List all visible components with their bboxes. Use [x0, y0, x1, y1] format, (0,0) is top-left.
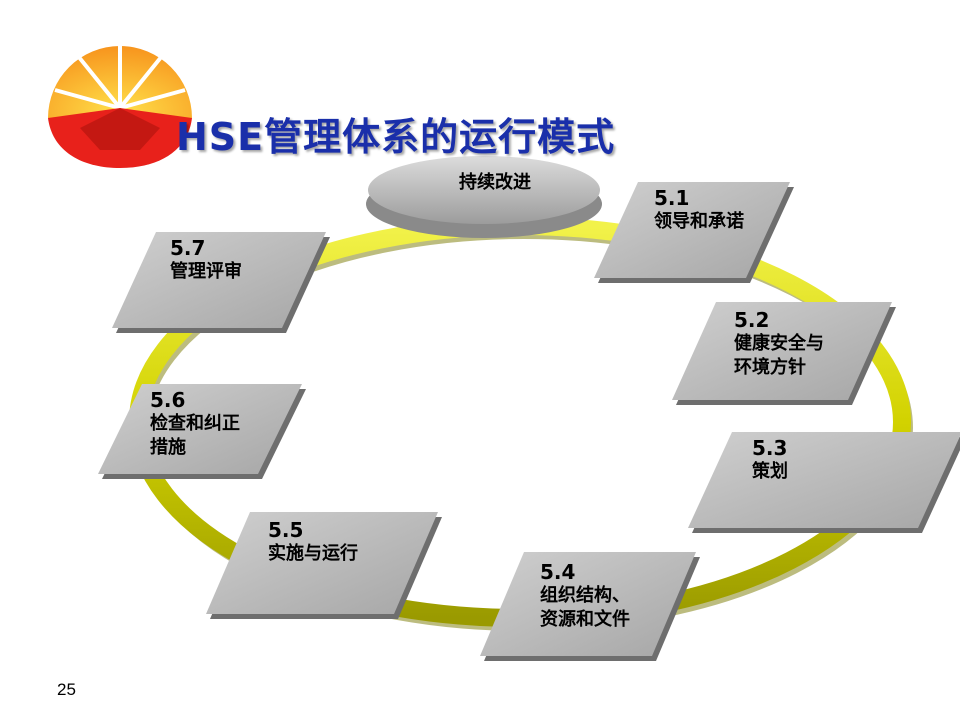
element-label: 资源和文件: [540, 609, 630, 630]
element-label: 健康安全与: [734, 333, 824, 354]
element-card-5-2: [672, 302, 892, 400]
element-label: 实施与运行: [268, 543, 358, 564]
element-card-5-4: [480, 552, 696, 656]
element-number: 5.1: [654, 186, 690, 210]
element-label: 领导和承诺: [654, 211, 744, 232]
page-number: 25: [57, 680, 76, 699]
element-card-5-7: [112, 232, 326, 328]
element-card-5-6: [98, 384, 302, 474]
element-number: 5.2: [734, 308, 770, 332]
element-label: 检查和纠正: [150, 413, 240, 434]
element-label: 策划: [752, 461, 788, 482]
continuous-improvement-node: [366, 156, 602, 238]
page-title: HSE管理体系的运行模式: [176, 115, 616, 159]
element-label: 组织结构、: [540, 585, 630, 606]
element-number: 5.3: [752, 436, 788, 460]
element-number: 5.6: [150, 388, 186, 412]
element-label: 管理评审: [170, 261, 242, 282]
element-number: 5.5: [268, 518, 304, 542]
element-card-5-3: [688, 432, 960, 528]
element-label: 措施: [150, 437, 186, 458]
element-card-5-1: [594, 182, 790, 278]
element-number: 5.4: [540, 560, 576, 584]
element-label: 环境方针: [734, 357, 806, 378]
company-logo: [48, 40, 192, 168]
center-label: 持续改进: [459, 172, 531, 193]
element-card-5-5: [206, 512, 438, 614]
element-number: 5.7: [170, 236, 206, 260]
